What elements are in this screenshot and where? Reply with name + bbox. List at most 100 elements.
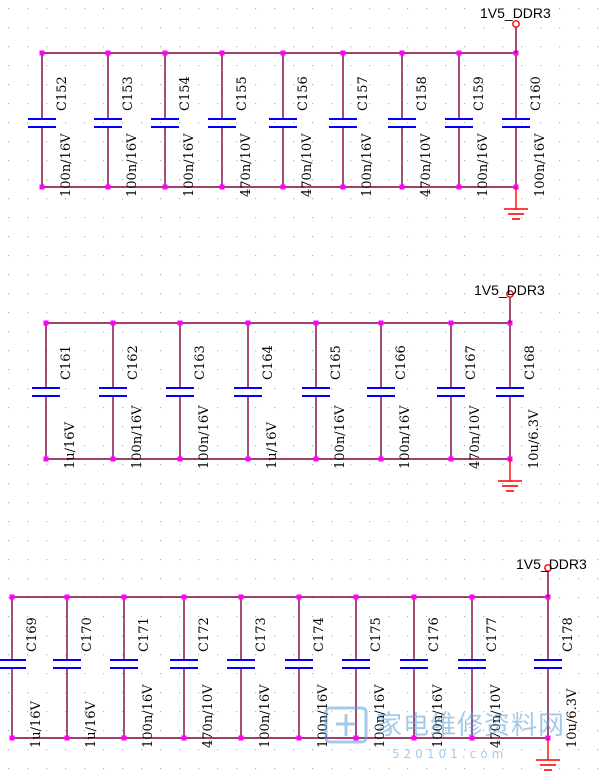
capacitor-value: 1u/16V: [265, 421, 280, 469]
junction-dot: [181, 735, 187, 741]
capacitor-value: 100n/16V: [431, 684, 446, 748]
watermark-url: 520101.com: [392, 747, 508, 761]
capacitor-c172[interactable]: C172 470n/10V: [170, 594, 216, 749]
capacitor-value: 470n/10V: [300, 133, 315, 197]
junction-dot: [162, 184, 168, 190]
capacitor-ref: C168: [523, 345, 538, 380]
capacitor-c156[interactable]: C156 470n/10V: [269, 50, 315, 198]
capacitor-ref: C156: [296, 76, 311, 111]
capacitor-ref: C165: [329, 345, 344, 380]
junction-dot: [456, 50, 462, 56]
junction-dot: [378, 320, 384, 326]
capacitor-c170[interactable]: C170 1u/16V: [53, 594, 99, 749]
capacitor-value: 100n/16V: [333, 405, 348, 469]
capacitor-value: 100n/16V: [141, 684, 156, 748]
junction-dot: [280, 50, 286, 56]
capacitor-ref: C154: [178, 76, 193, 111]
junction-dot: [353, 594, 359, 600]
junction-dot: [64, 735, 70, 741]
capacitor-bank-1: C152100n/16VC153100n/16VC154100n/16VC155…: [28, 5, 551, 220]
junction-dot: [353, 735, 359, 741]
junction-dot: [121, 594, 127, 600]
junction-dot: [219, 184, 225, 190]
capacitor-value: 470n/10V: [201, 684, 216, 748]
junction-dot: [448, 456, 454, 462]
capacitor-c167[interactable]: C167 470n/10V: [437, 320, 483, 470]
capacitor-value: 470n/10V: [239, 133, 254, 197]
capacitor-value: 100n/16V: [197, 405, 212, 469]
capacitor-value: 470n/10V: [489, 684, 504, 748]
capacitor-value: 100n/16V: [130, 405, 145, 469]
ground-symbol: [504, 187, 528, 220]
capacitor-c171[interactable]: C171 100n/16V: [110, 594, 156, 749]
capacitor-ref: C170: [80, 617, 95, 652]
capacitor-ref: C164: [261, 345, 276, 380]
junction-dot: [105, 184, 111, 190]
capacitor-value: 1u/16V: [84, 700, 99, 748]
power-port-symbol: [544, 564, 552, 572]
junction-dot: [162, 50, 168, 56]
capacitor-c165[interactable]: C165 100n/16V: [302, 320, 348, 470]
junction-dot: [448, 320, 454, 326]
capacitor-ref: C157: [356, 76, 371, 111]
capacitor-value: 1u/16V: [63, 421, 78, 469]
capacitor-ref: C177: [485, 617, 500, 652]
junction-dot: [177, 456, 183, 462]
capacitor-value: 100n/16V: [59, 133, 74, 197]
capacitor-ref: C172: [197, 617, 212, 652]
capacitor-value: 470n/10V: [468, 405, 483, 469]
capacitor-ref: C174: [312, 617, 327, 652]
capacitor-c176[interactable]: C176 100n/16V: [400, 594, 446, 749]
power-port: 1V5_DDR3: [480, 5, 551, 53]
capacitor-ref: C176: [427, 617, 442, 652]
capacitor-c177[interactable]: C177 470n/10V: [458, 594, 504, 749]
junction-dot: [469, 735, 475, 741]
capacitor-c164[interactable]: C164 1u/16V: [234, 320, 280, 470]
capacitor-value: 100n/16V: [476, 133, 491, 197]
junction-dot: [411, 594, 417, 600]
junction-dot: [39, 50, 45, 56]
capacitor-ref: C167: [464, 345, 479, 380]
junction-dot: [296, 594, 302, 600]
capacitor-value: 1u/16V: [29, 700, 44, 748]
capacitor-bank-2: C1611u/16VC162100n/16VC163100n/16VC1641u…: [32, 282, 545, 492]
capacitor-value: 470n/10V: [419, 133, 434, 197]
ground-symbol: [498, 459, 522, 492]
capacitor-c169[interactable]: C169 1u/16V: [0, 594, 44, 749]
junction-dot: [280, 184, 286, 190]
capacitor-ref: C169: [25, 617, 40, 652]
net-label: 1V5_DDR3: [480, 5, 551, 21]
power-port-symbol: [506, 290, 514, 298]
junction-dot: [39, 184, 45, 190]
capacitor-c162[interactable]: C162 100n/16V: [99, 320, 145, 470]
capacitor-ref: C153: [121, 76, 136, 111]
capacitor-c159[interactable]: C159 100n/16V: [445, 50, 491, 198]
power-port-symbol: [512, 20, 520, 28]
capacitor-ref: C159: [472, 76, 487, 111]
junction-dot: [296, 735, 302, 741]
capacitor-ref: C178: [561, 617, 576, 652]
capacitor-ref: C171: [137, 617, 152, 652]
capacitor-bank-3: C169 1u/16V C170 1u/16V C171 100n/16V C172 470n…: [0, 556, 587, 771]
capacitor-ref: C175: [369, 617, 384, 652]
junction-dot: [177, 320, 183, 326]
junction-dot: [105, 50, 111, 56]
watermark-logo: [324, 706, 368, 744]
junction-dot: [411, 735, 417, 741]
junction-dot: [456, 184, 462, 190]
capacitor-ref: C162: [126, 345, 141, 380]
